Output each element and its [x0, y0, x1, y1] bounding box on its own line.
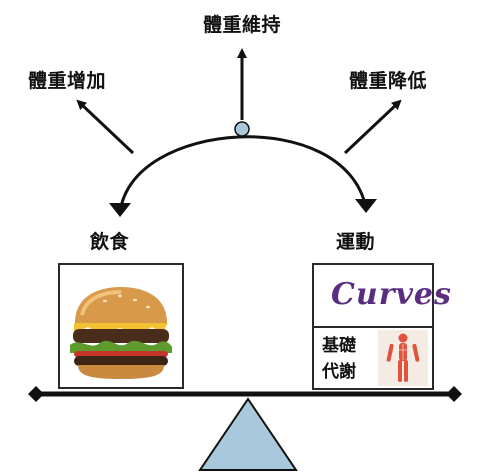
- diet-image-box: [58, 263, 184, 389]
- curves-logo: Curves: [331, 277, 452, 312]
- fulcrum-icon: [198, 397, 298, 471]
- arc-pivot-icon: [234, 121, 250, 137]
- arrow-gain-icon: [76, 99, 135, 155]
- beam-end-right-icon: [446, 386, 462, 402]
- arrowhead-exercise-icon: [355, 199, 377, 213]
- arrowhead-diet-icon: [109, 203, 131, 217]
- human-anatomy-icon: [378, 330, 428, 386]
- hamburger-icon: [70, 287, 172, 379]
- balance-arc: [118, 135, 368, 214]
- metabolism-label: 基礎 代謝: [322, 333, 362, 385]
- metabolism-box: 基礎 代謝: [312, 326, 434, 390]
- metabolism-line-1: 基礎: [322, 336, 356, 356]
- metabolism-line-2: 代謝: [322, 362, 356, 382]
- label-weight-gain: 體重增加: [28, 70, 107, 92]
- label-exercise: 運動: [336, 231, 376, 253]
- label-diet: 飲食: [90, 231, 130, 253]
- label-weight-maintain: 體重維持: [203, 14, 282, 36]
- beam-end-left-icon: [28, 386, 44, 402]
- label-weight-loss: 體重降低: [349, 70, 428, 92]
- curves-logo-box: Curves: [312, 263, 451, 328]
- arrow-loss-icon: [343, 99, 402, 155]
